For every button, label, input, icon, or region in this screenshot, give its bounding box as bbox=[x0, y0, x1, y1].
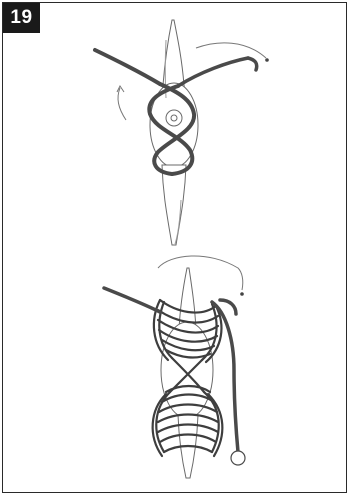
rope-end-bead bbox=[231, 451, 245, 465]
top-cleat bbox=[150, 20, 198, 245]
bottom-direction-arrow bbox=[158, 256, 244, 296]
bottom-cleat-figure bbox=[104, 256, 245, 478]
top-cleat-figure bbox=[95, 20, 269, 245]
